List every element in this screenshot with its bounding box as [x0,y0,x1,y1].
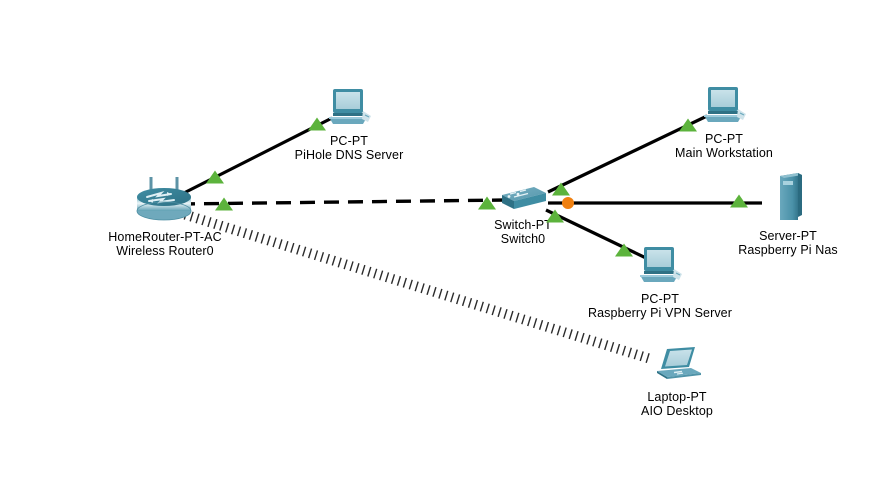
node-switch0[interactable]: Switch-PT Switch0 [473,183,573,246]
node-pihole-labels: PC-PT PiHole DNS Server [289,134,409,162]
node-workstation-labels: PC-PT Main Workstation [664,132,784,160]
link-link-switch-workstation[interactable] [547,114,708,194]
node-workstation-type: PC-PT [705,132,743,146]
node-nas-labels: Server-PT Raspberry Pi Nas [728,229,848,257]
node-vpn-type: PC-PT [641,292,679,306]
node-aio-name: AIO Desktop [641,404,713,418]
marker-router-switch-near [215,197,233,211]
link-link-switch-vpn[interactable] [545,208,647,260]
node-vpn[interactable]: PC-PT Raspberry Pi VPN Server [580,243,740,320]
node-aio-labels: Laptop-PT AIO Desktop [617,390,737,418]
node-switch0-type: Switch-PT [494,218,552,232]
node-switch0-labels: Switch-PT Switch0 [473,218,573,246]
node-nas[interactable]: Server-PT Raspberry Pi Nas [728,170,848,257]
marker-switch-workstation-near [552,182,570,196]
switch-icon [473,183,573,218]
node-vpn-name: Raspberry Pi VPN Server [587,306,732,320]
marker-router-pihole-near [206,170,224,184]
node-aio-type: Laptop-PT [647,390,707,404]
node-pihole-name: PiHole DNS Server [294,148,404,162]
node-router0-labels: HomeRouter-PT-AC Wireless Router0 [105,230,225,258]
node-nas-name: Raspberry Pi Nas [738,243,838,257]
node-vpn-labels: PC-PT Raspberry Pi VPN Server [580,292,740,320]
marker-switch-vpn-far [615,243,633,257]
node-workstation[interactable]: PC-PT Main Workstation [664,83,784,160]
link-link-router-aio[interactable] [183,209,650,364]
link-link-router-pihole[interactable] [177,116,333,198]
pc-desktop-icon [664,83,784,132]
pc-desktop-icon [289,85,409,134]
node-router0-name: Wireless Router0 [116,244,214,258]
node-aio[interactable]: Laptop-PT AIO Desktop [617,345,737,418]
node-router0[interactable]: HomeRouter-PT-AC Wireless Router0 [105,175,225,258]
marker-switch-nas-near [562,197,574,209]
server-tower-icon [728,170,848,229]
node-nas-type: Server-PT [759,229,817,243]
marker-router-pihole-far [308,117,326,131]
node-pihole[interactable]: PC-PT PiHole DNS Server [289,85,409,162]
marker-switch-workstation-far [679,118,697,132]
laptop-icon [617,345,737,390]
link-link-router-switch[interactable] [179,198,507,206]
node-switch0-name: Switch0 [500,232,546,246]
marker-switch-vpn-near [546,209,564,223]
marker-router-switch-far [478,196,496,210]
node-pihole-type: PC-PT [330,134,368,148]
node-router0-type: HomeRouter-PT-AC [108,230,222,244]
node-workstation-name: Main Workstation [675,146,773,160]
wireless-router-icon [105,175,225,230]
marker-switch-nas-far [730,194,748,208]
pc-desktop-icon [580,243,740,292]
